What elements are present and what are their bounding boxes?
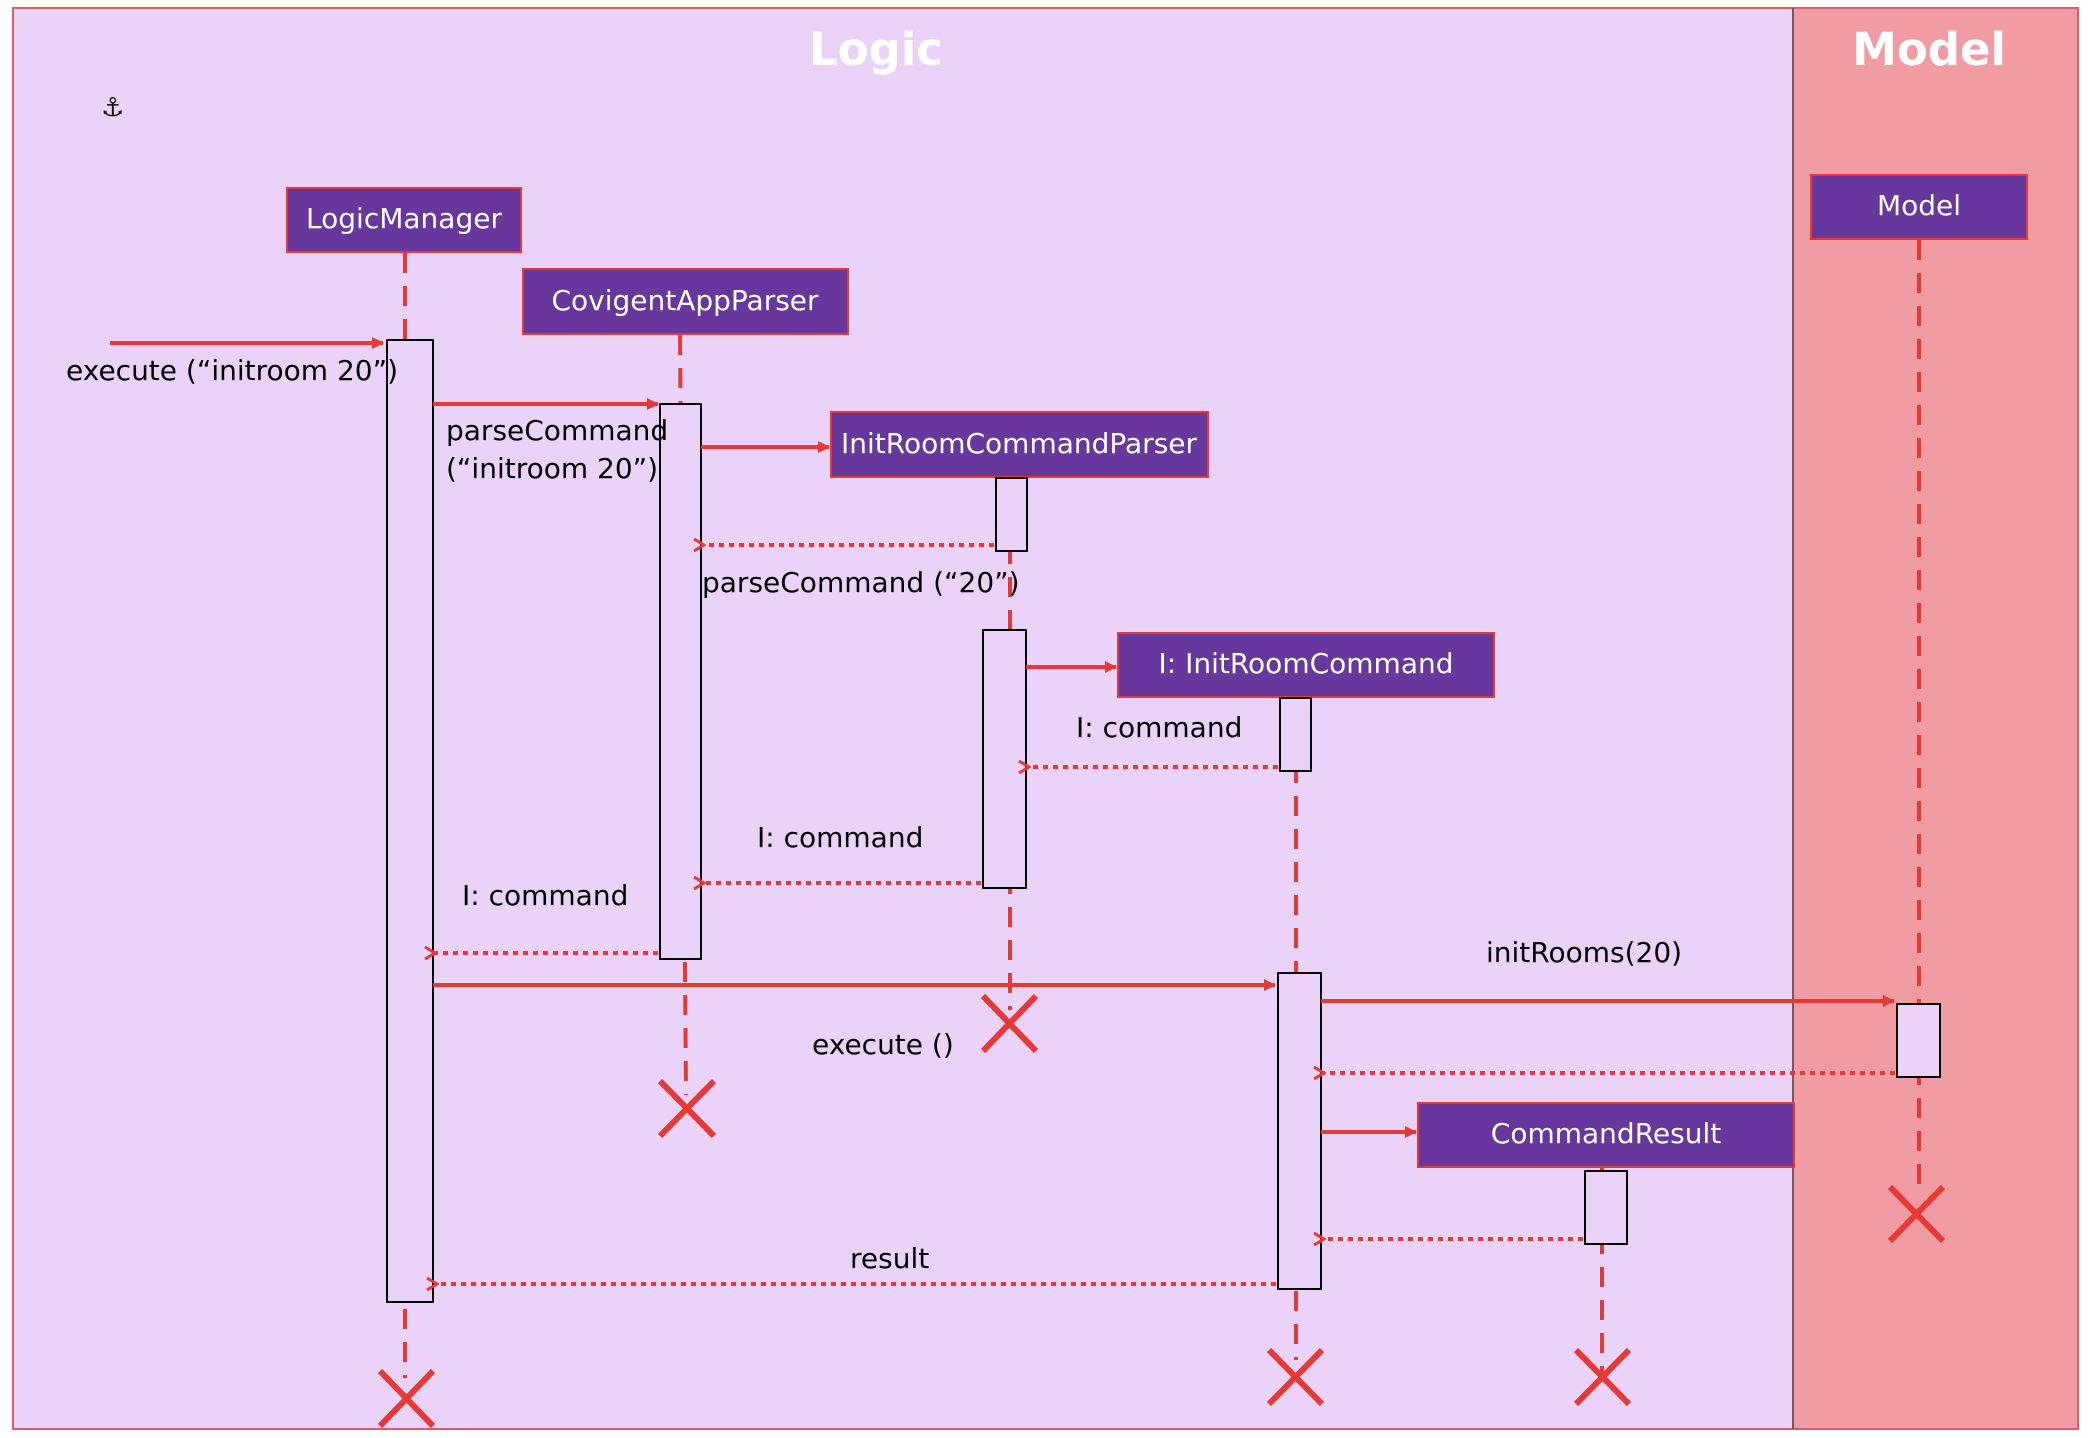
label-init-rooms: initRooms(20) — [1486, 936, 1682, 969]
model-frame-title: Model — [1852, 23, 2006, 76]
destroy-covigent-app-parser — [657, 1078, 717, 1139]
participant-command-result — [1417, 1102, 1795, 1168]
participant-init-room-command-label: I: InitRoomCommand — [1159, 647, 1454, 680]
activation-init-room-command-long — [1277, 972, 1322, 1290]
label-parse-command-20: parseCommand (“20”) — [702, 566, 1020, 599]
label-command-return-2: I: command — [757, 821, 923, 854]
label-execute-empty: execute () — [812, 1028, 954, 1061]
call-arrows — [110, 337, 1895, 1138]
label-result: result — [850, 1242, 929, 1275]
activation-init-room-parser-short — [995, 477, 1028, 552]
destroy-logic-manager — [377, 1368, 436, 1429]
destroy-command-result — [1573, 1347, 1632, 1407]
participant-logic-manager-label: LogicManager — [306, 202, 502, 235]
participant-covigent-app-parser — [522, 268, 849, 335]
logic-frame-title: Logic — [809, 23, 943, 76]
destroy-marks — [377, 993, 1946, 1429]
participant-command-result-label: CommandResult — [1491, 1117, 1721, 1150]
label-parse-command-line2: (“initroom 20”) — [446, 452, 658, 485]
return-arrows — [435, 545, 1895, 1284]
participant-logic-manager — [286, 187, 522, 253]
activation-init-room-command-short — [1279, 697, 1312, 772]
label-execute-call: execute (“initroom 20”) — [66, 354, 398, 387]
activation-init-room-parser-long — [982, 629, 1027, 889]
destroy-model — [1887, 1184, 1946, 1244]
participant-model — [1810, 174, 2028, 240]
destroy-init-room-command — [1266, 1347, 1325, 1407]
activation-command-result — [1584, 1170, 1628, 1245]
anchor-icon: ⚓ — [101, 93, 124, 123]
activation-covigent-app-parser — [659, 403, 702, 960]
participant-model-label: Model — [1877, 189, 1961, 222]
participant-init-room-command — [1117, 632, 1495, 698]
label-command-return-3: I: command — [462, 879, 628, 912]
destroy-init-room-command-parser — [980, 993, 1039, 1054]
activation-logic-manager — [386, 339, 434, 1303]
participant-covigent-app-parser-label: CovigentAppParser — [551, 284, 819, 317]
logic-frame — [12, 7, 1794, 1430]
activation-model — [1896, 1003, 1941, 1078]
label-parse-command-line1: parseCommand — [446, 414, 668, 447]
label-command-return-1: I: command — [1076, 711, 1242, 744]
participant-init-room-command-parser — [830, 411, 1209, 478]
participant-init-room-command-parser-label: InitRoomCommandParser — [841, 427, 1198, 460]
